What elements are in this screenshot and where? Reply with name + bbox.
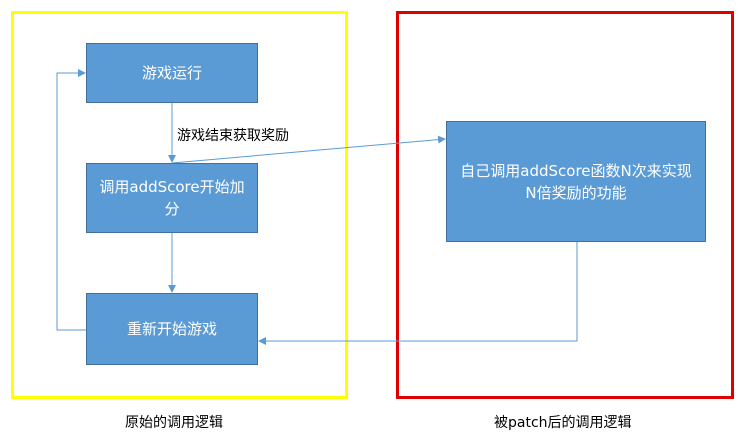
node-add-score: 调用addScore开始加分 — [86, 163, 258, 233]
node-game-running: 游戏运行 — [86, 43, 258, 103]
node-patched-logic: 自己调用addScore函数N次来实现N倍奖励的功能 — [446, 121, 706, 242]
node-restart-game-label: 重新开始游戏 — [126, 320, 217, 338]
node-game-running-label: 游戏运行 — [141, 64, 202, 82]
node-add-score-label: 调用addScore开始加分 — [99, 178, 245, 218]
caption-original: 原始的调用逻辑 — [125, 415, 223, 431]
node-patched-logic-label: 自己调用addScore函数N次来实现N倍奖励的功能 — [460, 161, 692, 202]
edge-label-game-end-reward: 游戏结束获取奖励 — [177, 128, 289, 144]
arrow-patch-to-restart — [258, 242, 578, 345]
arrow-add-to-patch — [171, 135, 446, 164]
node-restart-game: 重新开始游戏 — [86, 293, 258, 365]
arrow-restart-loop-back — [56, 69, 86, 331]
caption-patched: 被patch后的调用逻辑 — [494, 415, 632, 431]
